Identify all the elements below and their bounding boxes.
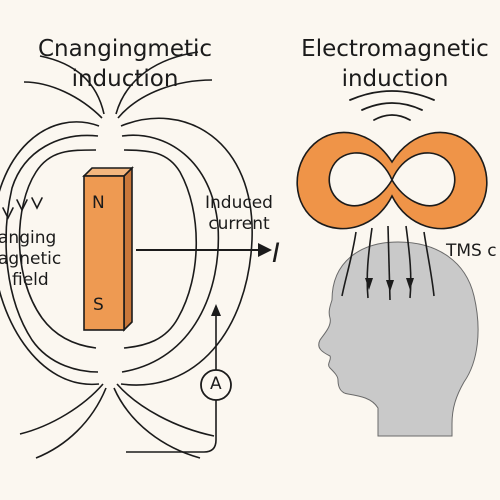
right-title: Electromagnetic induction (290, 34, 500, 94)
right-title-line1: Electromagnetic (301, 36, 489, 62)
left-title-line1: Cnangingmetic (37, 36, 213, 62)
induced-label-line2: current (208, 214, 270, 234)
field-label: anging agnetic field (0, 228, 61, 291)
figure-eight-coil-icon (296, 131, 488, 230)
left-title: Cnangingmetic induction (0, 34, 250, 94)
left-title-line2: induction (71, 66, 179, 92)
magnet-south-label: S (93, 295, 104, 315)
bar-magnet-icon (82, 166, 134, 332)
magnet-north-label: N (92, 193, 105, 213)
coil-label: TMS c (446, 241, 497, 261)
circuit-wire (126, 304, 221, 453)
field-label-line1: anging (0, 228, 57, 248)
field-label-line2: agnetic (0, 249, 62, 269)
induced-label-line1: Induced (205, 193, 273, 213)
head-field-arrowheads (365, 278, 414, 292)
ammeter-icon (200, 369, 232, 401)
field-label-line3: field (12, 270, 49, 290)
current-symbol: I (272, 238, 280, 269)
emission-arcs (349, 90, 435, 121)
head-profile-icon (318, 241, 479, 437)
ammeter-label: A (210, 374, 222, 394)
current-arrow (136, 243, 272, 257)
right-title-line2: induction (341, 66, 449, 92)
induced-current-label: Induced current (205, 193, 273, 235)
magnetic-field-lines (0, 51, 253, 459)
field-arrowheads (2, 197, 43, 220)
